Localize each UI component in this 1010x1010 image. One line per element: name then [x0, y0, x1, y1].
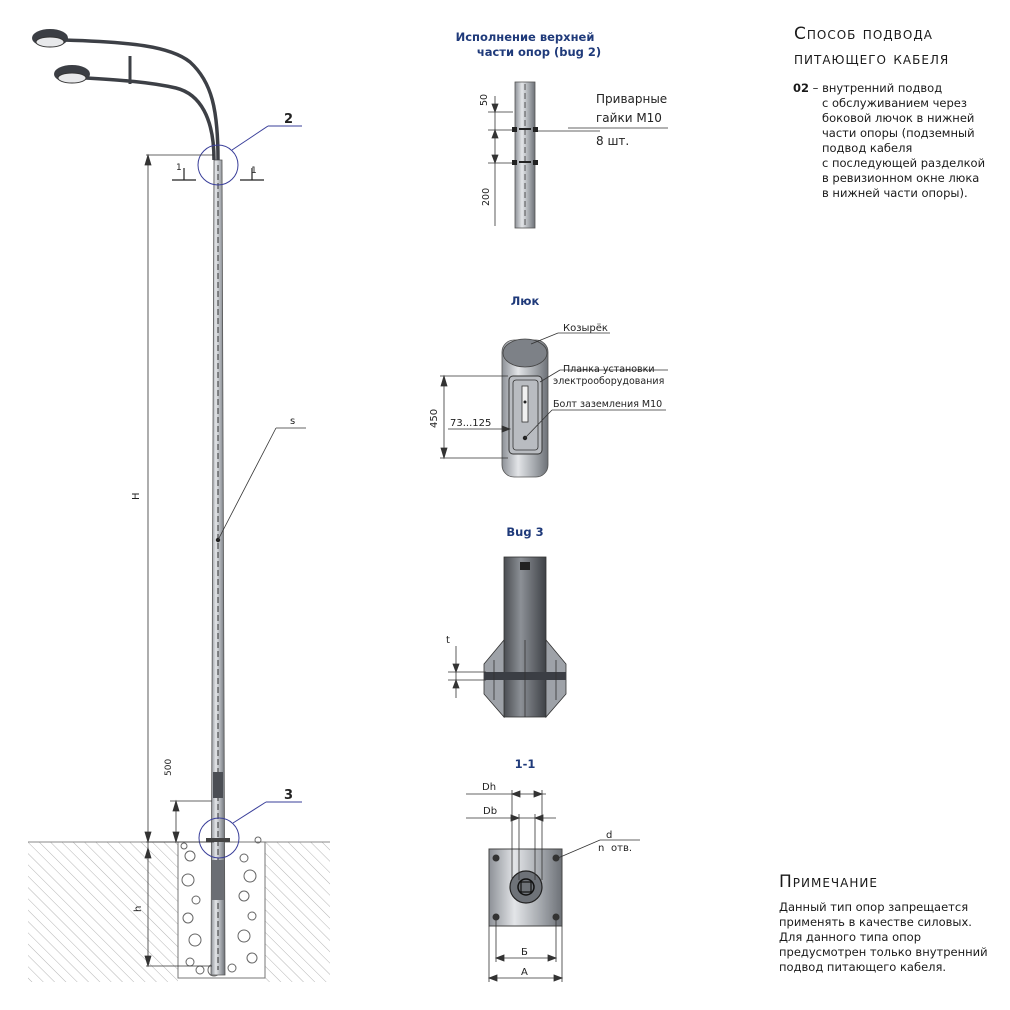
dimension-H	[144, 153, 214, 844]
luminaire-lower	[54, 65, 90, 84]
bug3-caption: Bug 3	[506, 525, 544, 539]
method-line-4: части опоры (подземный	[822, 126, 975, 140]
top-dim-50: 50	[479, 94, 490, 106]
top-detail-caption-line-2: части опор (bug 2)	[476, 45, 602, 59]
dimension-h	[144, 842, 212, 968]
note-line-5: подвод питающего кабеля.	[779, 960, 947, 974]
section-dh: Dh	[482, 782, 496, 793]
section-caption: 1-1	[514, 757, 536, 771]
nut-label-1: Приварные	[596, 92, 667, 106]
method-line-7: в ревизионном окне люка	[822, 171, 980, 185]
note-block: Примечание Данный тип опор запрещается п…	[779, 872, 1004, 975]
bug3-detail	[448, 556, 567, 719]
method-line-6: с последующей разделкой	[822, 156, 986, 170]
nut-label-2: гайки М10	[596, 111, 662, 125]
section-n: n	[598, 843, 604, 854]
callout-circle-2	[197, 144, 239, 186]
section-mark-left: 1	[176, 163, 182, 173]
nut-label-3: 8 шт.	[596, 134, 629, 148]
page-title: Способ подвода питающего кабеля	[794, 22, 999, 72]
section-b: Б	[521, 947, 528, 958]
dimension-H-label: H	[131, 492, 142, 500]
section-d: d	[606, 830, 612, 841]
label-s: s	[290, 416, 295, 427]
bug3-dim-t: t	[446, 635, 450, 646]
method-line-5: подвод кабеля	[822, 141, 913, 155]
section-detail	[466, 790, 640, 982]
section-a: А	[521, 967, 528, 978]
page-title-line-1: Способ подвода	[794, 24, 933, 44]
luminaire-upper	[32, 29, 68, 48]
top-detail-caption: Исполнение верхней части опор (bug 2)	[442, 30, 608, 60]
note-line-2: применять в качестве силовых.	[779, 915, 972, 929]
note-line-3: Для данного типа опор	[779, 930, 921, 944]
method-line-3: боковой лючок в нижней	[822, 111, 975, 125]
section-mark	[172, 168, 264, 181]
visor-label: Козырёк	[563, 323, 608, 334]
method-line-2: с обслуживанием через	[822, 96, 968, 110]
hatch-dim-450: 450	[429, 409, 440, 428]
method-code: 02	[793, 81, 810, 95]
bolt-label: Болт заземления М10	[553, 399, 662, 410]
top-detail	[488, 81, 668, 229]
note-title: Примечание	[779, 872, 878, 892]
callout-label-2: 2	[284, 112, 293, 127]
dimension-500	[170, 799, 212, 844]
section-holes: отв.	[611, 843, 632, 854]
callout-label-3: 3	[284, 788, 293, 803]
dimension-h-label: h	[133, 906, 144, 912]
note-line-1: Данный тип опор запрещается	[779, 900, 969, 914]
callout-circle-3	[198, 817, 240, 859]
plate-label-1: Планка установки	[563, 364, 655, 375]
ground	[28, 841, 330, 982]
section-db: Db	[483, 806, 497, 817]
hatch-dim-width: 73...125	[450, 418, 491, 429]
method-line-8: в нижней части опоры).	[822, 186, 968, 200]
section-mark-right: 1	[251, 166, 257, 176]
top-dim-200: 200	[481, 188, 492, 206]
plate-label-2: электрооборудования	[553, 376, 664, 387]
method-line-1: – внутренний подвод	[812, 81, 943, 95]
hatch-detail-caption: Люк	[510, 294, 540, 308]
pole	[206, 159, 230, 976]
bracket-arms	[63, 38, 220, 161]
cable-method-description: 02 – внутренний подвод с обслуживанием ч…	[793, 81, 1003, 201]
dimension-500-label: 500	[164, 759, 174, 776]
hatch-detail	[440, 332, 668, 478]
top-detail-caption-line-1: Исполнение верхней	[455, 30, 595, 44]
page-title-line-2: питающего кабеля	[794, 49, 950, 69]
note-line-4: предусмотрен только внутренний	[779, 945, 988, 959]
